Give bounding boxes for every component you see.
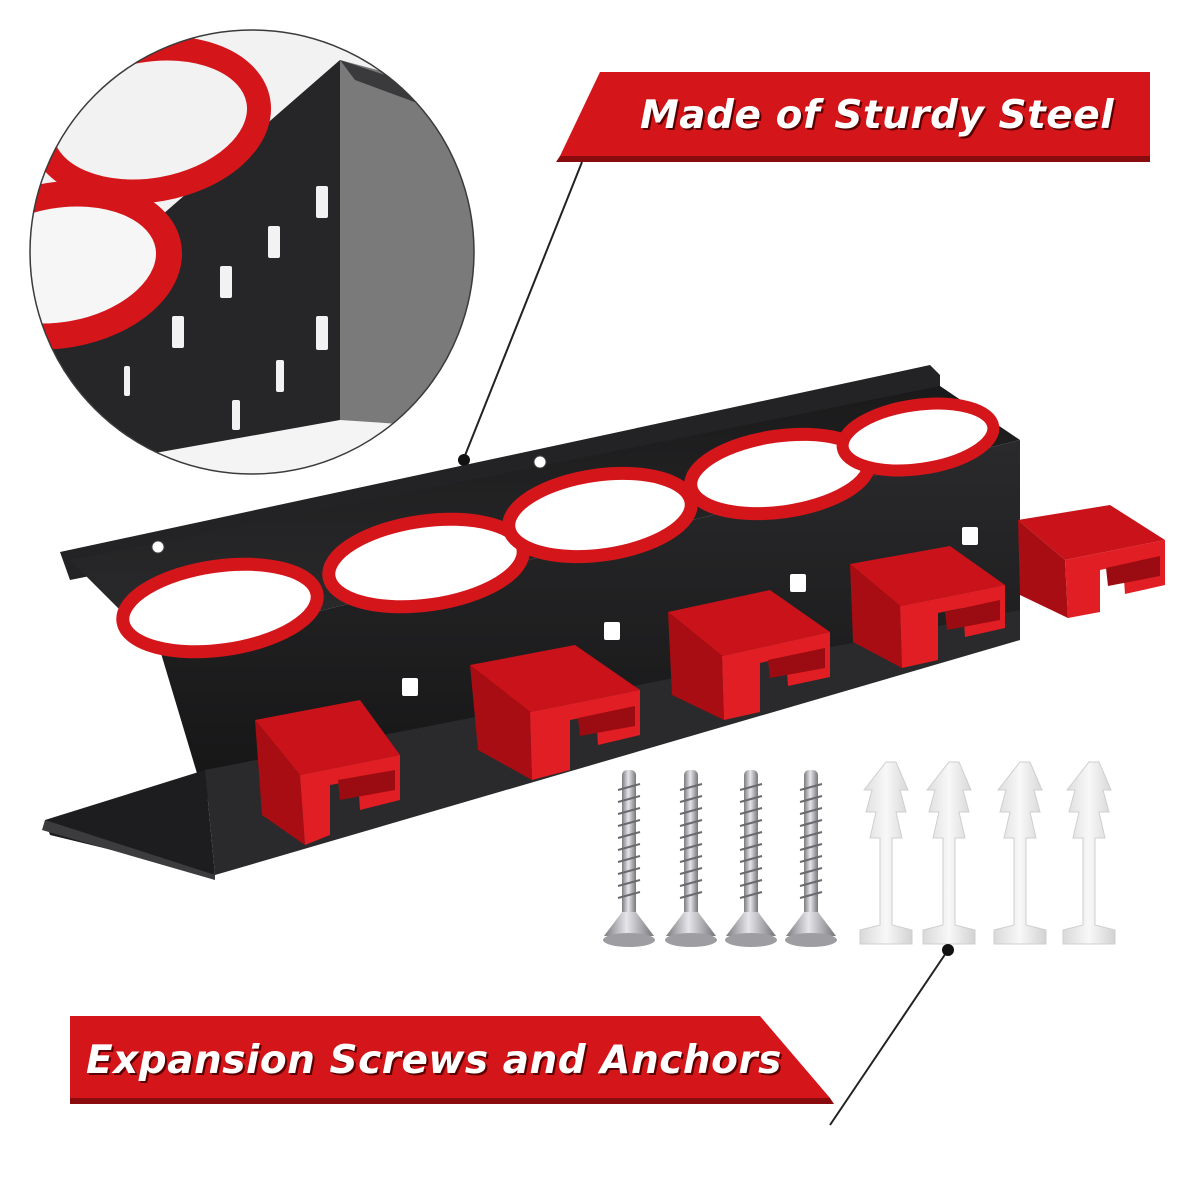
screw [603, 770, 655, 947]
screw-set [603, 770, 837, 947]
callout-text-hardware: Expansion Screws and Anchors [86, 1038, 782, 1083]
screw [665, 770, 717, 947]
callout-banner-hardware [70, 1016, 834, 1104]
clip-bracket [1018, 505, 1165, 618]
wall-anchor [922, 761, 976, 945]
callout-dot-hardware [942, 944, 954, 956]
wall-anchor [993, 761, 1047, 945]
screw [725, 770, 777, 947]
holder-ring [836, 397, 1000, 477]
wall-anchor [859, 761, 913, 945]
clip-bracket [668, 590, 830, 720]
callout-banner-steel [556, 72, 1150, 162]
callout-dot-steel [458, 454, 470, 466]
callout-leader-hardware [829, 949, 949, 1126]
callout-text-steel: Made of Sturdy Steel [640, 93, 1115, 138]
screw [785, 770, 837, 947]
zoom-detail-circle [29, 29, 475, 475]
anchor-set [859, 761, 1116, 945]
clip-bracket [470, 645, 640, 780]
wall-anchor [1062, 761, 1116, 945]
holder-ring [116, 557, 324, 659]
holder-ring [502, 466, 698, 564]
tool-rack [42, 365, 1165, 880]
callout-leader-steel [463, 161, 583, 459]
clip-bracket [255, 700, 400, 845]
clip-bracket [850, 546, 1005, 668]
